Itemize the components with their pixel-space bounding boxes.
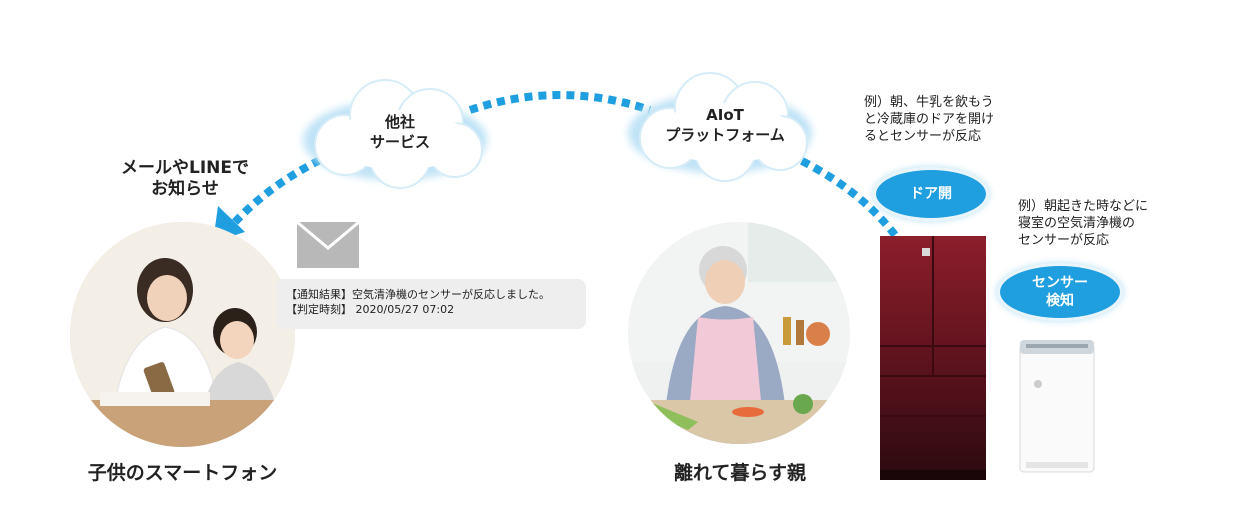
cloud-aiot: AIoT プラットフォーム [650, 105, 800, 145]
message-line2: 【判定時刻】 2020/05/27 07:02 [286, 303, 455, 316]
cloud-icon [628, 72, 812, 182]
caption-child-phone: 子供のスマートフォン [87, 462, 278, 484]
envelope-icon [297, 222, 359, 268]
refrigerator-icon [880, 236, 986, 480]
cloud-other-service-line1: 他社 [384, 113, 415, 131]
example-purifier-line1: 例）朝起きた時などに [1018, 199, 1149, 214]
door-open-label: ドア開 [910, 186, 952, 202]
notification-label: メールやLINEで お知らせ [100, 158, 270, 200]
cloud-aiot-line1: AIoT [706, 106, 744, 124]
dotted-arrow-top [468, 91, 652, 114]
sensor-detect-badge: センサー 検知 [1000, 266, 1120, 318]
cloud-aiot-line2: プラットフォーム [665, 126, 785, 144]
dotted-arrow-right [798, 156, 899, 238]
cloud-icon [303, 79, 487, 189]
example-purifier-line2: 寝室の空気清浄機の [1018, 216, 1136, 231]
mother-child-illustration [70, 222, 295, 447]
child-phone-photo [70, 222, 295, 447]
caption-parent: 離れて暮らす親 [673, 462, 807, 484]
example-fridge-line1: 例）朝、牛乳を飲もう [864, 95, 994, 110]
parent-photo [628, 222, 850, 444]
example-fridge-line3: るとセンサーが反応 [864, 129, 982, 144]
notification-label-line1: メールやLINEで [121, 158, 249, 178]
example-fridge-note: 例）朝、牛乳を飲もう と冷蔵庫のドアを開け るとセンサーが反応 [864, 94, 994, 145]
notification-message: 【通知結果】空気清浄機のセンサーが反応しました。 【判定時刻】 2020/05/… [276, 279, 586, 329]
notification-label-line2: お知らせ [151, 179, 219, 199]
elderly-woman-kitchen-illustration [628, 222, 850, 444]
sensor-label-line1: センサー [1032, 275, 1088, 291]
cloud-other-service-line2: サービス [369, 133, 430, 151]
sensor-label-line2: 検知 [1046, 293, 1074, 309]
cloud-other-service: 他社 サービス [345, 112, 455, 152]
message-line1: 【通知結果】空気清浄機のセンサーが反応しました。 [286, 288, 550, 301]
air-purifier-icon [1019, 340, 1095, 473]
example-fridge-line2: と冷蔵庫のドアを開け [864, 112, 995, 127]
example-purifier-note: 例）朝起きた時などに 寝室の空気清浄機の センサーが反応 [1018, 198, 1148, 249]
door-open-badge: ドア開 [876, 170, 986, 218]
example-purifier-line3: センサーが反応 [1018, 233, 1110, 248]
